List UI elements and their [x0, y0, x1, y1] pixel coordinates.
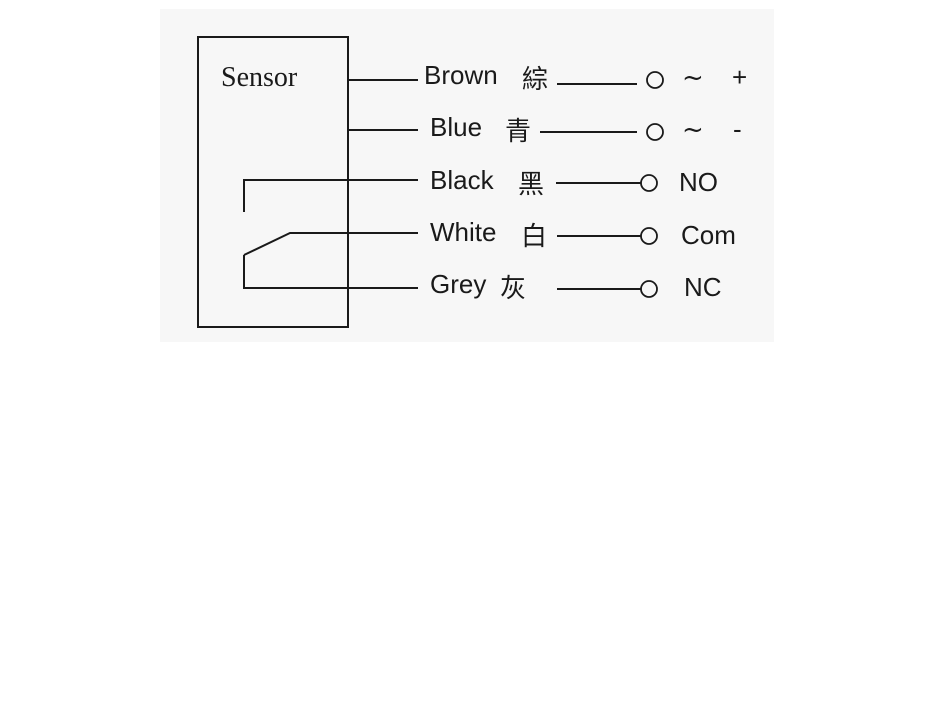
wire-color-en: Black	[430, 165, 495, 195]
relay-switch-arm	[243, 232, 418, 256]
sensor-label: Sensor	[221, 62, 298, 93]
wire-color-zh: 青	[505, 117, 531, 147]
wire-row-white: White 白 Com	[430, 217, 736, 252]
terminal-circle	[646, 123, 664, 141]
wire-color-en: Grey	[430, 269, 486, 299]
wire-row-black: Black 黑 NO	[430, 165, 718, 200]
wiring-diagram-panel	[160, 9, 774, 342]
wire-color-zh: 白	[521, 222, 547, 252]
sensor-box	[197, 36, 349, 328]
wire-row-blue: Blue 青 ~ -	[430, 112, 742, 147]
terminal-circle	[640, 280, 658, 298]
wire-row-brown: Brown 綜 ~ +	[424, 60, 747, 95]
ac-symbol: ~	[682, 63, 704, 93]
wire-color-en: Brown	[424, 60, 498, 90]
wire-color-en: White	[430, 217, 496, 247]
wire-row-grey: Grey 灰 NC	[430, 269, 722, 304]
relay-no-contact	[243, 179, 418, 212]
terminal-circle	[646, 71, 664, 89]
wire-function: -	[733, 114, 742, 144]
wire-function: NC	[684, 272, 722, 302]
wire-color-zh: 灰	[500, 274, 526, 304]
wire-color-zh: 綜	[522, 65, 548, 95]
terminal-circle	[640, 227, 658, 245]
terminal-circle	[640, 174, 658, 192]
ac-symbol: ~	[682, 115, 704, 145]
wire-function: NO	[679, 167, 718, 197]
wire-color-zh: 黑	[518, 170, 544, 200]
wire-color-en: Blue	[430, 112, 482, 142]
relay-nc-contact	[243, 255, 418, 289]
wire-function: Com	[681, 220, 736, 250]
wire-function: +	[732, 62, 747, 92]
